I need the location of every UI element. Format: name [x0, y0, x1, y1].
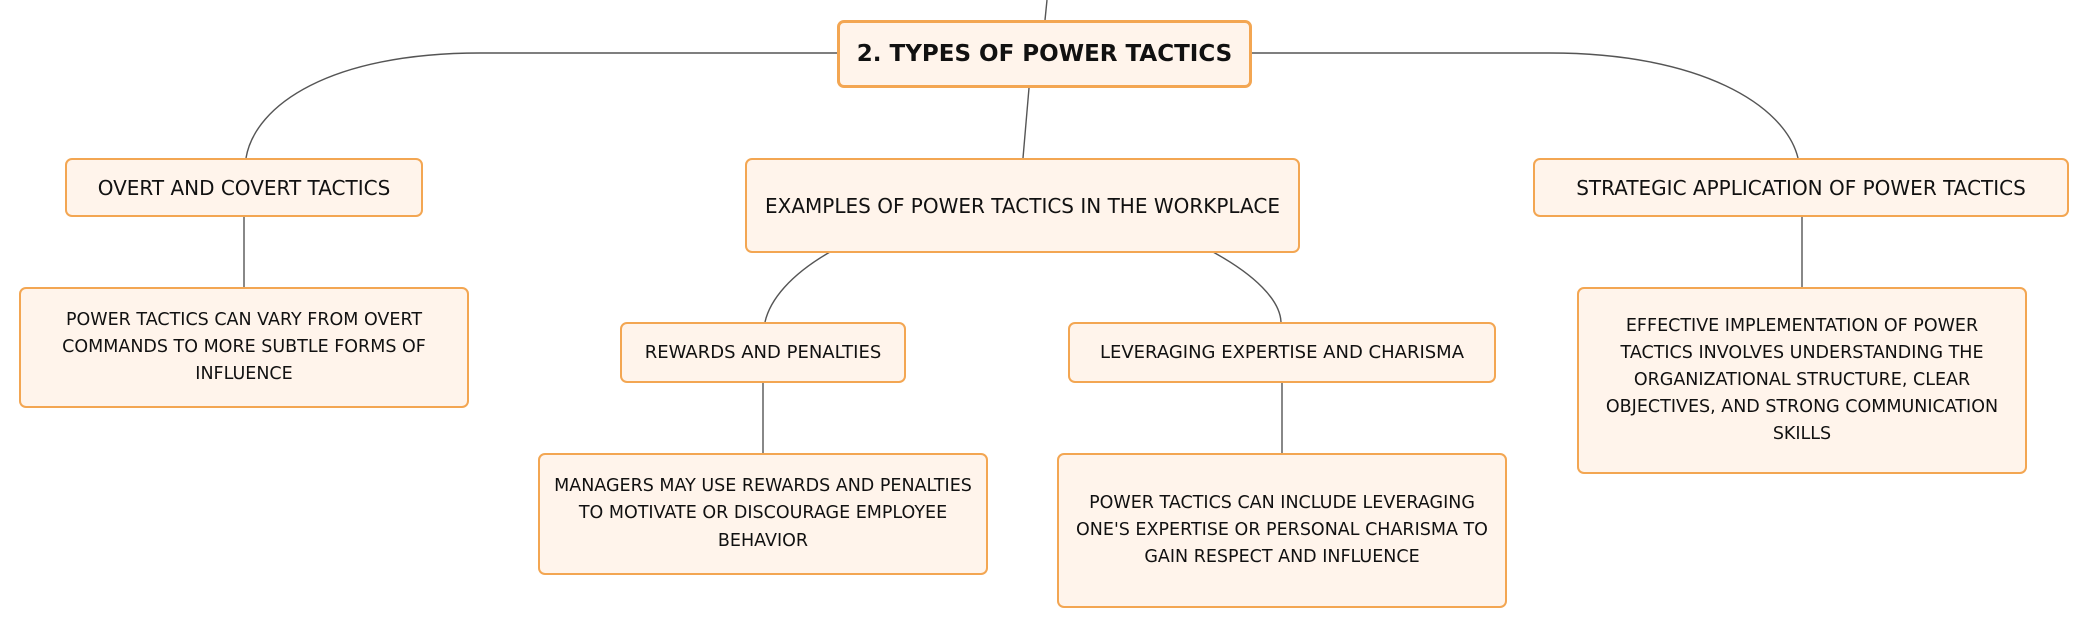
detail-node-overt-covert[interactable]: POWER TACTICS CAN VARY FROM OVERT COMMAN…: [19, 287, 469, 408]
connector-examples-to-rewards: [764, 251, 831, 323]
connector-root-to-strategic: [1252, 52, 1799, 159]
detail-node-text: POWER TACTICS CAN VARY FROM OVERT COMMAN…: [62, 309, 426, 385]
connector-root-to-overt-covert: [245, 52, 837, 159]
detail-node-strategic[interactable]: EFFECTIVE IMPLEMENTATION OF POWER TACTIC…: [1577, 287, 2027, 474]
root-node-label: 2. TYPES OF POWER TACTICS: [856, 40, 1233, 67]
topic-node-label: EXAMPLES OF POWER TACTICS IN THE WORKPLA…: [765, 193, 1280, 218]
detail-node-text: MANAGERS MAY USE REWARDS AND PENALTIES T…: [554, 476, 972, 551]
topic-node-overt-covert[interactable]: OVERT AND COVERT TACTICS: [65, 158, 423, 217]
subtopic-node-rewards[interactable]: REWARDS AND PENALTIES: [620, 322, 906, 383]
connector-parent-to-root: [1044, 0, 1048, 21]
topic-node-label: STRATEGIC APPLICATION OF POWER TACTICS: [1576, 175, 2026, 200]
detail-node-rewards[interactable]: MANAGERS MAY USE REWARDS AND PENALTIES T…: [538, 453, 988, 575]
subtopic-node-label: LEVERAGING EXPERTISE AND CHARISMA: [1099, 342, 1465, 363]
topic-node-strategic[interactable]: STRATEGIC APPLICATION OF POWER TACTICS: [1533, 158, 2069, 217]
topic-node-examples[interactable]: EXAMPLES OF POWER TACTICS IN THE WORKPLA…: [745, 158, 1300, 253]
detail-node-text: EFFECTIVE IMPLEMENTATION OF POWER TACTIC…: [1605, 315, 1999, 445]
subtopic-node-label: REWARDS AND PENALTIES: [644, 342, 882, 363]
detail-node-text: POWER TACTICS CAN INCLUDE LEVERAGING ONE…: [1076, 492, 1488, 568]
topic-node-label: OVERT AND COVERT TACTICS: [97, 175, 391, 200]
connector-examples-to-expertise: [1212, 251, 1282, 323]
subtopic-node-expertise[interactable]: LEVERAGING EXPERTISE AND CHARISMA: [1068, 322, 1496, 383]
detail-node-expertise[interactable]: POWER TACTICS CAN INCLUDE LEVERAGING ONE…: [1057, 453, 1507, 608]
root-node[interactable]: 2. TYPES OF POWER TACTICS: [837, 20, 1252, 88]
connector-root-to-examples: [1022, 87, 1030, 159]
